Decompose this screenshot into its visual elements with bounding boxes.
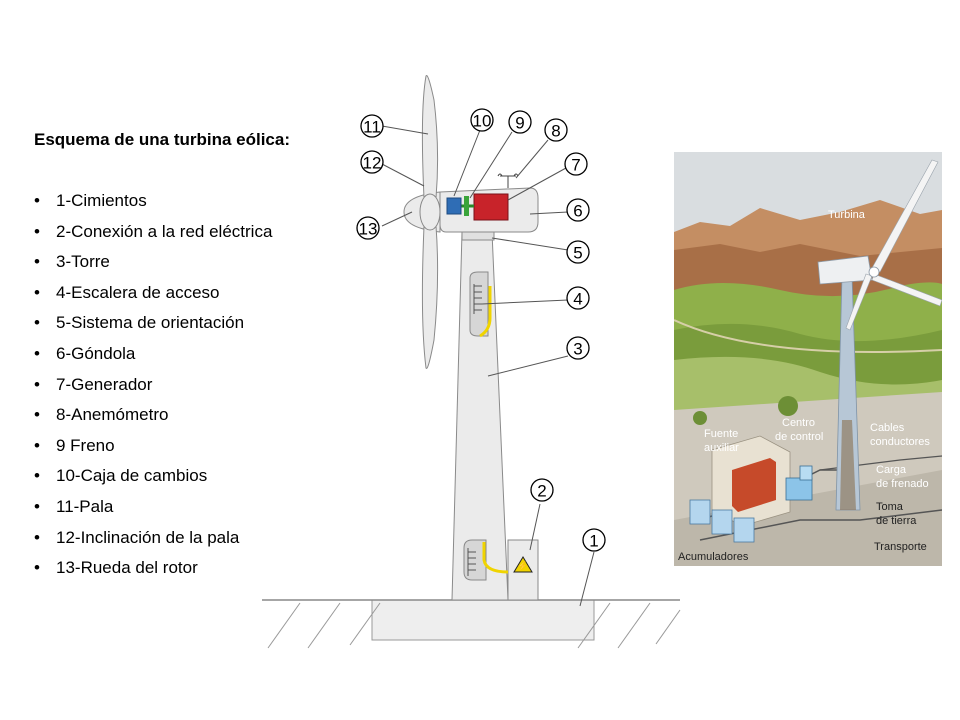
svg-text:12: 12 — [363, 154, 382, 173]
label-carga-1: Carga — [876, 464, 907, 476]
callout-7: 7 — [564, 152, 588, 176]
label-acumuladores: Acumuladores — [678, 551, 749, 563]
callouts: 1 2 3 4 5 6 7 8 9 10 11 12 13 — [356, 108, 606, 552]
callout-13: 13 — [356, 216, 380, 240]
blade-lower — [421, 225, 439, 369]
generator — [473, 193, 509, 221]
svg-text:6: 6 — [573, 202, 582, 221]
callout-6: 6 — [566, 198, 590, 222]
legend-item-6: 6-Góndola — [34, 339, 364, 370]
callout-12: 12 — [360, 150, 384, 174]
callout-2: 2 — [530, 478, 554, 502]
label-centro-2: de control — [775, 431, 823, 443]
legend: Esquema de una turbina eólica: 1-Cimient… — [34, 130, 364, 584]
access-ladder-lower — [463, 539, 509, 581]
svg-text:10: 10 — [473, 112, 492, 131]
legend-item-3: 3-Torre — [34, 247, 364, 278]
anemometer — [497, 173, 519, 188]
legend-item-11: 11-Pala — [34, 492, 364, 523]
label-fuente-2: auxiliar — [704, 442, 739, 454]
legend-item-10: 10-Caja de cambios — [34, 461, 364, 492]
blade-upper — [421, 75, 439, 199]
legend-item-13: 13-Rueda del rotor — [34, 553, 364, 584]
grid-connection-box: ⚡ — [507, 539, 539, 601]
label-toma-1: Toma — [876, 501, 904, 513]
legend-item-9: 9 Freno — [34, 431, 364, 462]
svg-text:7: 7 — [571, 156, 580, 175]
label-turbina: Turbina — [828, 209, 866, 221]
wind-farm-illustration: Turbina Cables conductores Centro de con… — [674, 152, 942, 566]
svg-text:11: 11 — [363, 118, 381, 137]
callout-9: 9 — [508, 110, 532, 134]
gearbox — [446, 196, 474, 216]
svg-text:9: 9 — [515, 114, 524, 133]
svg-text:5: 5 — [573, 244, 582, 263]
ground — [262, 599, 681, 649]
label-cables-2: conductores — [870, 436, 930, 448]
callout-11: 11 — [360, 114, 384, 138]
legend-item-2: 2-Conexión a la red eléctrica — [34, 217, 364, 248]
legend-title: Esquema de una turbina eólica: — [34, 130, 291, 149]
svg-text:1: 1 — [589, 532, 598, 551]
callout-8: 8 — [544, 118, 568, 142]
callout-10: 10 — [470, 108, 494, 132]
svg-text:13: 13 — [359, 220, 378, 239]
callout-4: 4 — [566, 286, 590, 310]
callout-1: 1 — [582, 528, 606, 552]
svg-text:3: 3 — [573, 340, 582, 359]
legend-item-8: 8-Anemómetro — [34, 400, 364, 431]
legend-item-7: 7-Generador — [34, 370, 364, 401]
leader-lines — [381, 125, 595, 607]
ground-hatch — [267, 602, 681, 649]
label-transporte: Transporte — [874, 541, 927, 553]
label-fuente-1: Fuente — [704, 428, 738, 440]
access-ladder — [469, 271, 492, 338]
legend-item-5: 5-Sistema de orientación — [34, 308, 364, 339]
legend-list: 1-Cimientos 2-Conexión a la red eléctric… — [34, 186, 364, 584]
legend-item-12: 12-Inclinación de la pala — [34, 523, 364, 554]
svg-text:4: 4 — [573, 290, 582, 309]
label-toma-2: de tierra — [876, 515, 917, 527]
rotor-wheel — [419, 193, 441, 231]
legend-item-4: 4-Escalera de acceso — [34, 278, 364, 309]
svg-text:8: 8 — [551, 122, 560, 141]
callout-3: 3 — [566, 336, 590, 360]
callout-5: 5 — [566, 240, 590, 264]
label-centro-1: Centro — [782, 417, 815, 429]
svg-text:⚡: ⚡ — [517, 560, 528, 572]
svg-text:2: 2 — [537, 482, 546, 501]
label-cables-1: Cables — [870, 422, 905, 434]
label-carga-2: de frenado — [876, 478, 929, 490]
legend-item-1: 1-Cimientos — [34, 186, 364, 217]
